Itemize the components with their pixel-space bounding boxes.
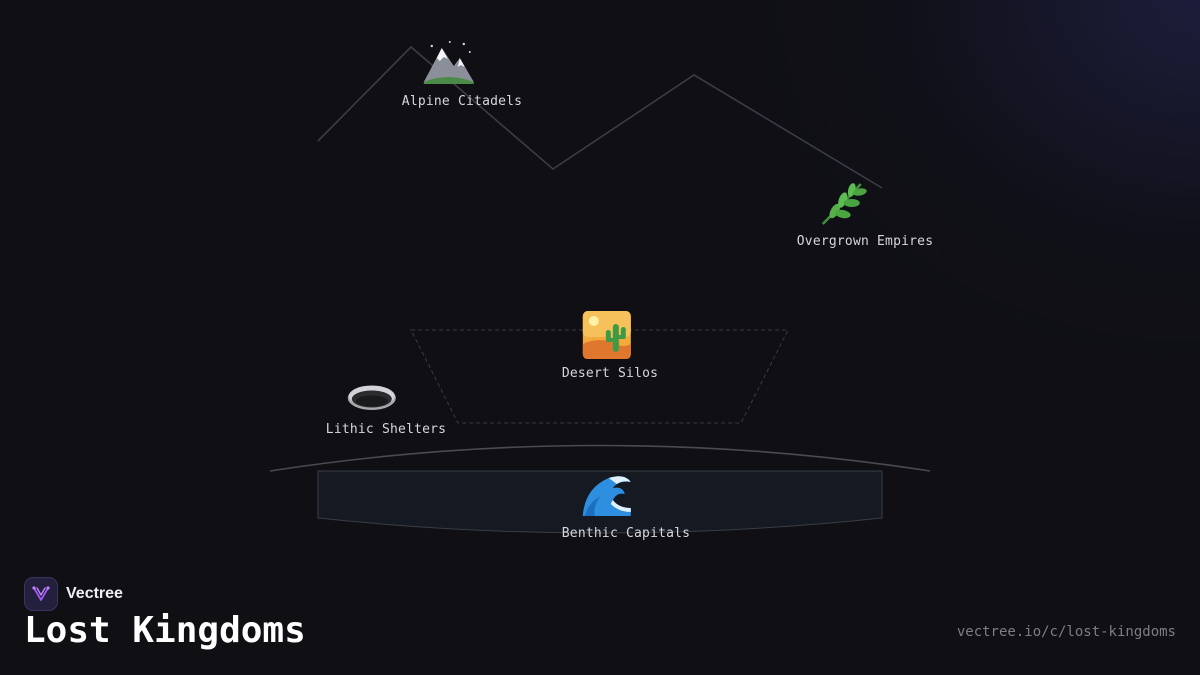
node-alpine-citadels[interactable]: Alpine Citadels xyxy=(402,38,522,109)
brand-name: Vectree xyxy=(66,585,123,602)
snowcapped-mountain-icon xyxy=(420,38,476,88)
node-lithic-shelters[interactable]: Lithic Shelters xyxy=(326,366,446,437)
node-label: Overgrown Empires xyxy=(796,234,934,249)
mountain-ridge-line xyxy=(317,45,883,189)
page-url[interactable]: vectree.io/c/lost-kingdoms xyxy=(956,624,1176,640)
vectree-logo-icon xyxy=(24,577,58,611)
leaf-branch-icon xyxy=(815,178,871,228)
node-benthic-capitals[interactable]: Benthic Capitals xyxy=(562,470,690,541)
ocean-wave-icon xyxy=(579,470,635,520)
desert-cactus-icon xyxy=(579,310,635,360)
brand[interactable]: Vectree xyxy=(24,577,123,611)
coastline-arc xyxy=(269,444,931,472)
node-label: Desert Silos xyxy=(561,366,659,381)
node-label: Alpine Citadels xyxy=(401,94,523,109)
node-label: Lithic Shelters xyxy=(325,422,447,437)
node-overgrown-empires[interactable]: Overgrown Empires xyxy=(797,178,933,249)
stone-hole-icon xyxy=(344,366,400,416)
node-label: Benthic Capitals xyxy=(561,526,691,541)
desert-basin-outline xyxy=(410,329,789,424)
page-title: Lost Kingdoms xyxy=(24,610,306,651)
node-desert-silos[interactable]: Desert Silos xyxy=(562,310,658,381)
